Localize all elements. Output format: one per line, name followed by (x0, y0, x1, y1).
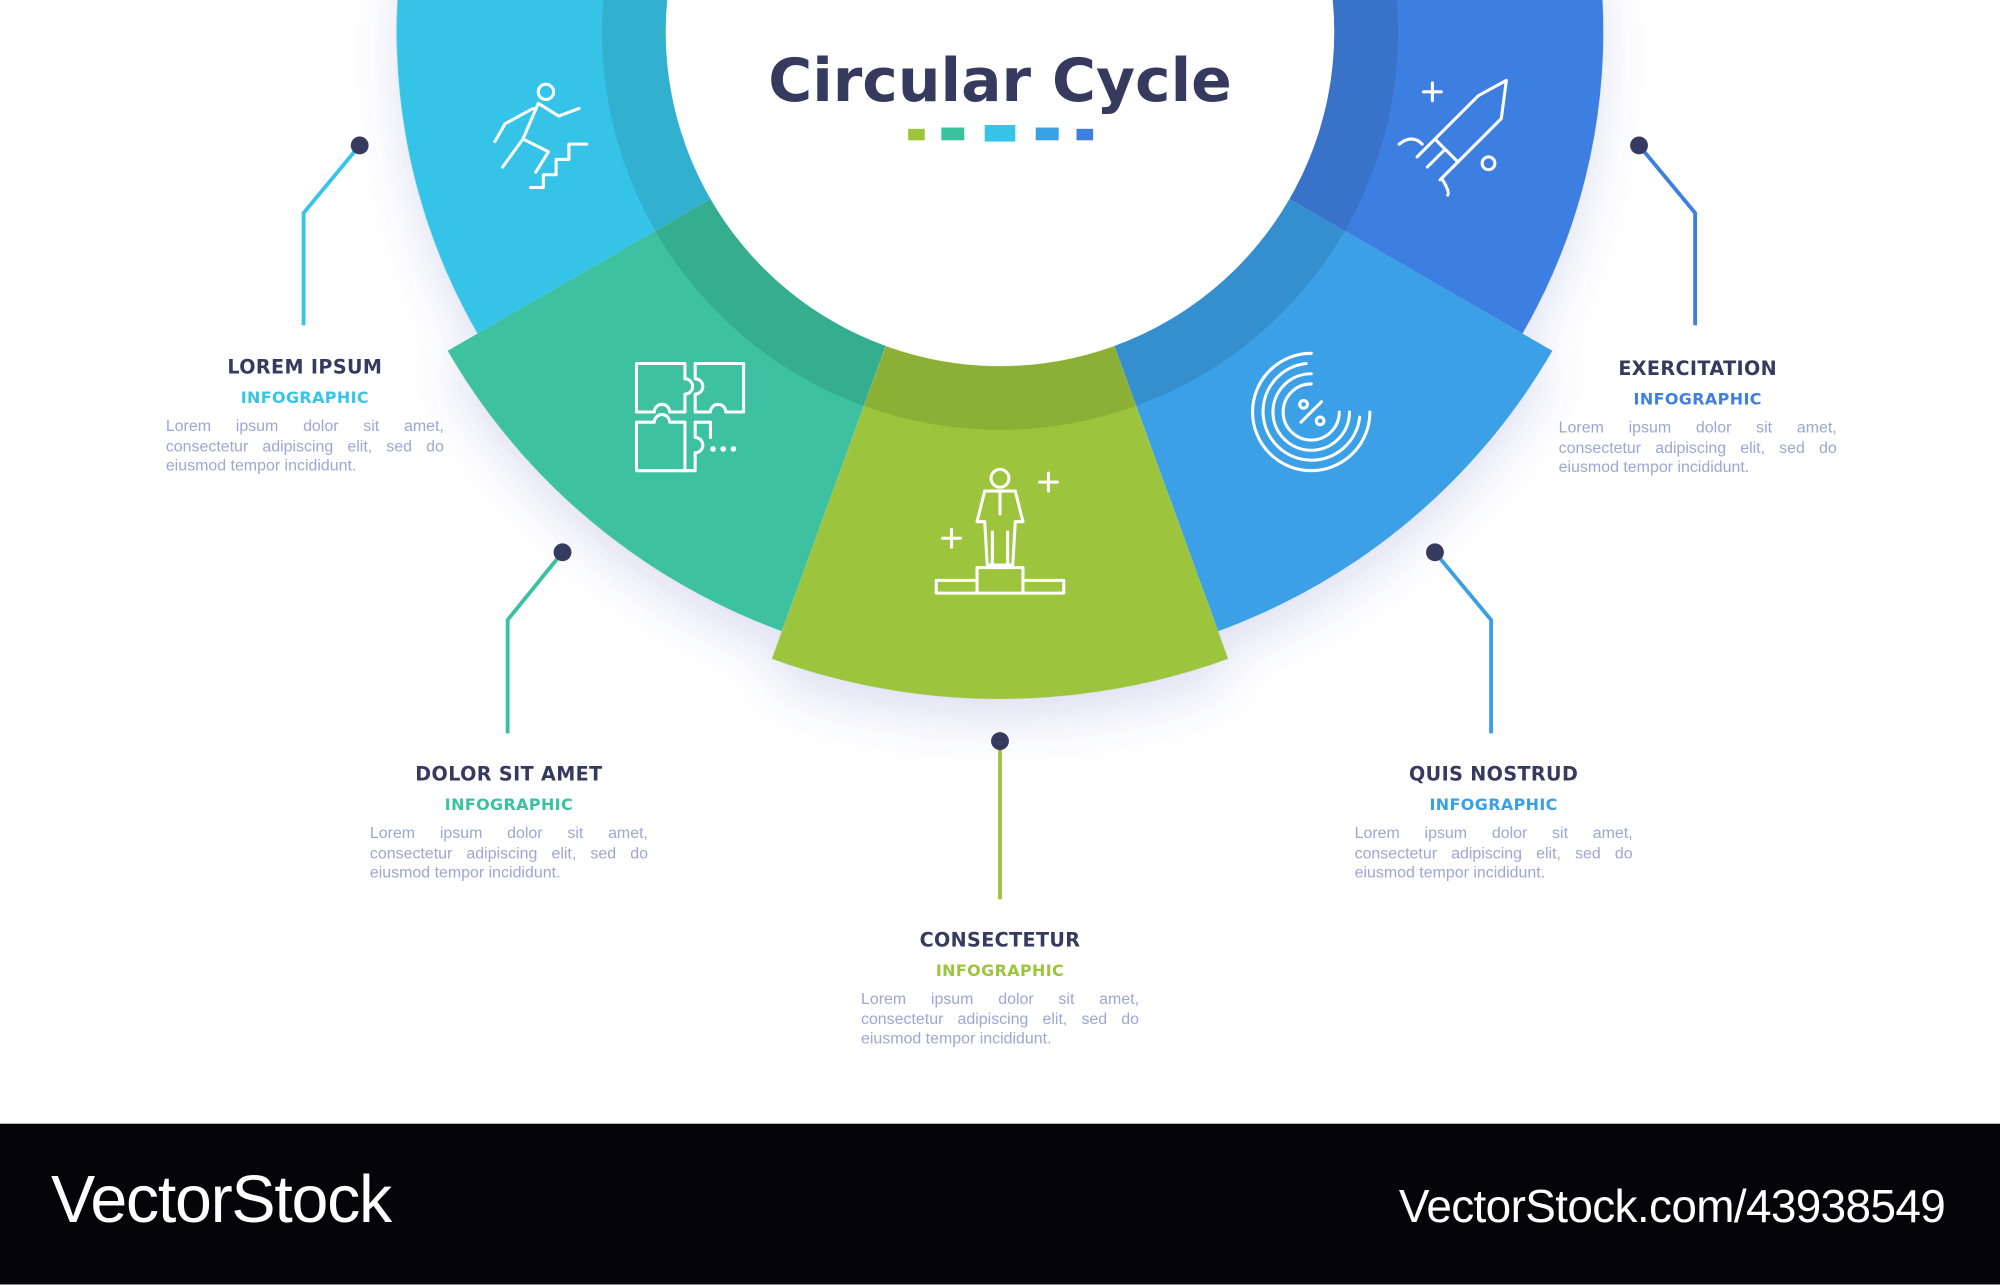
connector-dot (1426, 543, 1444, 562)
connector-dot (991, 732, 1009, 750)
step-description: Lorem ipsum dolor sit amet, consectetur … (165, 417, 444, 475)
rocket-icon (1397, 78, 1508, 197)
connector-line (301, 144, 362, 326)
step-title: LOREM IPSUM (227, 355, 383, 379)
connector-line (1433, 551, 1493, 734)
stairs-climber-icon (493, 82, 589, 190)
connector-dot (1630, 136, 1648, 155)
page-title: Circular Cycle (768, 45, 1232, 117)
step-2-text: DOLOR SIT AMET INFOGRAPHIC Lorem ipsum d… (370, 763, 648, 884)
connector-line (505, 551, 564, 734)
segment-inner-shade (655, 198, 886, 406)
step-title: DOLOR SIT AMET (415, 762, 603, 786)
step-3-text: CONSECTETUR INFOGRAPHIC Lorem ipsum dolo… (861, 929, 1139, 1050)
step-title: CONSECTETUR (919, 928, 1081, 952)
step-4-text: QUIS NOSTRUD INFOGRAPHIC Lorem ipsum dol… (1355, 763, 1633, 884)
step-subtitle: INFOGRAPHIC (1429, 794, 1558, 814)
segment-inner-shade (602, 0, 711, 231)
percent-disc-icon (1251, 351, 1372, 473)
podium-person-icon (934, 467, 1066, 595)
center-circle (665, 0, 1335, 366)
segment-consectetur (771, 345, 1229, 699)
step-description: Lorem ipsum dolor sit amet, consectetur … (1354, 823, 1633, 882)
step-1-text: LOREM IPSUM INFOGRAPHIC Lorem ipsum dolo… (166, 356, 444, 477)
step-5-text: EXERCITATION INFOGRAPHIC Lorem ipsum dol… (1559, 357, 1837, 478)
connector-dot (553, 543, 572, 562)
brand-logo: VectorStock (51, 1163, 392, 1238)
segment-inner-shade (1114, 198, 1345, 406)
step-description: Lorem ipsum dolor sit amet, consectetur … (1558, 418, 1837, 476)
step-title: EXERCITATION (1618, 357, 1778, 381)
step-subtitle: INFOGRAPHIC (1633, 389, 1762, 409)
connector-dot (350, 136, 369, 155)
segment-inner-shade (863, 345, 1137, 430)
step-title: QUIS NOSTRUD (1409, 762, 1579, 786)
step-subtitle: INFOGRAPHIC (935, 960, 1065, 980)
footer-bar: VectorStock VectorStock.com/43938549 (0, 1123, 2000, 1285)
cycle-wheel (301, 0, 1698, 900)
legend-dash-light-blue (1035, 127, 1059, 141)
legend-dash-teal (941, 127, 965, 141)
puzzle-icon (634, 361, 746, 473)
step-description: Lorem ipsum dolor sit amet, consectetur … (369, 823, 648, 882)
step-subtitle: INFOGRAPHIC (444, 794, 574, 814)
segment-inner-shade (1289, 0, 1398, 231)
step-subtitle: INFOGRAPHIC (240, 387, 370, 407)
image-url: VectorStock.com/43938549 (1398, 1179, 1946, 1233)
legend-dash-green (908, 128, 925, 141)
connector-line (1637, 144, 1698, 326)
legend-dash-cyan (984, 124, 1016, 142)
legend-dash-blue (1076, 128, 1094, 141)
step-description: Lorem ipsum dolor sit amet, consectetur … (860, 989, 1140, 1048)
